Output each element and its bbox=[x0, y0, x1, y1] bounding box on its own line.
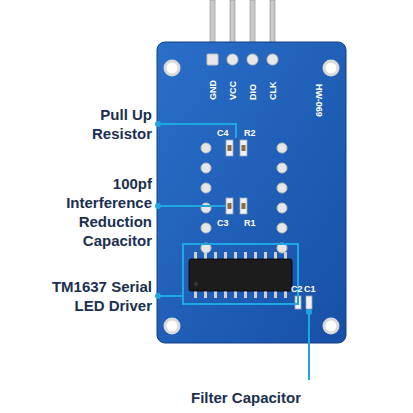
pin-name: DIO bbox=[248, 84, 258, 100]
callout-label: Filter Capacitor bbox=[191, 388, 301, 407]
component-designator: C4 bbox=[217, 128, 229, 138]
callout-label: 100pf Interference Reduction Capacitor bbox=[38, 174, 152, 250]
pin-name: VCC bbox=[228, 81, 238, 100]
component-designator: R2 bbox=[244, 128, 256, 138]
component-designator: R1 bbox=[244, 218, 256, 228]
pin-name: CLK bbox=[268, 82, 278, 101]
callout-label: Pull Up Resistor bbox=[38, 105, 152, 143]
callout-label: TM1637 Serial LED Driver bbox=[24, 277, 152, 315]
component-designator: C3 bbox=[217, 218, 229, 228]
component-designator: C2 bbox=[291, 284, 303, 294]
board-model: HW-069 bbox=[314, 84, 324, 117]
pin-name: GND bbox=[208, 80, 218, 100]
component-designator: C1 bbox=[304, 284, 316, 294]
